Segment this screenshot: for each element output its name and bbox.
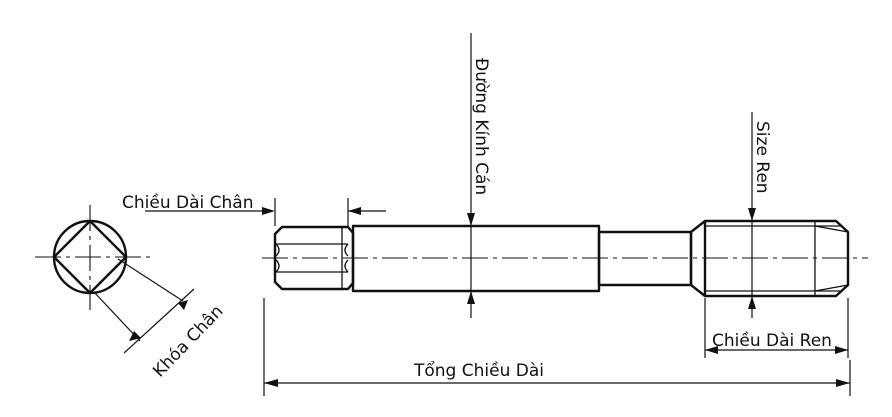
thread-length-arrow-right (835, 346, 848, 354)
shank-length-label: Chiều Dài Chân (122, 192, 253, 213)
square-end-flat-top (275, 243, 280, 257)
thread-length-dimension: Chiều Dài Ren (704, 298, 849, 358)
thread-chamfer-edge-top (814, 225, 849, 233)
square-arrow-lower (129, 331, 141, 341)
thread-size-dimension: Size Ren (748, 112, 772, 318)
end-view: Khóa Chân (35, 205, 227, 381)
square-extension-line-top (117, 258, 184, 302)
shank-diameter-label: Đường Kính Cán (471, 58, 491, 195)
thread-size-arrow-bottom (748, 296, 756, 309)
overall-length-label: Tổng Chiều Dài (413, 360, 544, 381)
thread-length-label: Chiều Dài Ren (712, 330, 832, 351)
shank-diameter-arrow-top (467, 213, 475, 226)
square-arrow-upper (178, 300, 188, 310)
square-end-flat-right-bottom (344, 259, 349, 273)
square-extension-line-bottom (93, 291, 141, 342)
end-view-square (52, 219, 128, 295)
shank-length-arrow-right (348, 207, 361, 215)
tap-side-view (262, 219, 868, 298)
thread-size-label: Size Ren (752, 121, 772, 194)
overall-length-dimension: Tổng Chiều Dài (263, 298, 851, 396)
overall-length-arrow-left (264, 379, 278, 387)
thread-length-arrow-left (705, 346, 718, 354)
thread-size-arrow-top (748, 208, 756, 221)
shank-diameter-arrow-bottom (467, 291, 475, 304)
shank-length-arrow-left (262, 207, 275, 215)
square-end-outline (273, 225, 355, 291)
square-end-flat-bottom (275, 259, 280, 273)
square-end-flat-right-top (344, 243, 349, 257)
overall-length-arrow-right (836, 379, 850, 387)
shank-diameter-dimension: Đường Kính Cán (467, 33, 491, 318)
shank-length-dimension: Chiều Dài Chân (122, 192, 386, 226)
square-dimension-line (123, 288, 195, 354)
thread-chamfer-edge-bottom (814, 284, 849, 292)
square-drive-label: Khóa Chân (149, 301, 227, 381)
